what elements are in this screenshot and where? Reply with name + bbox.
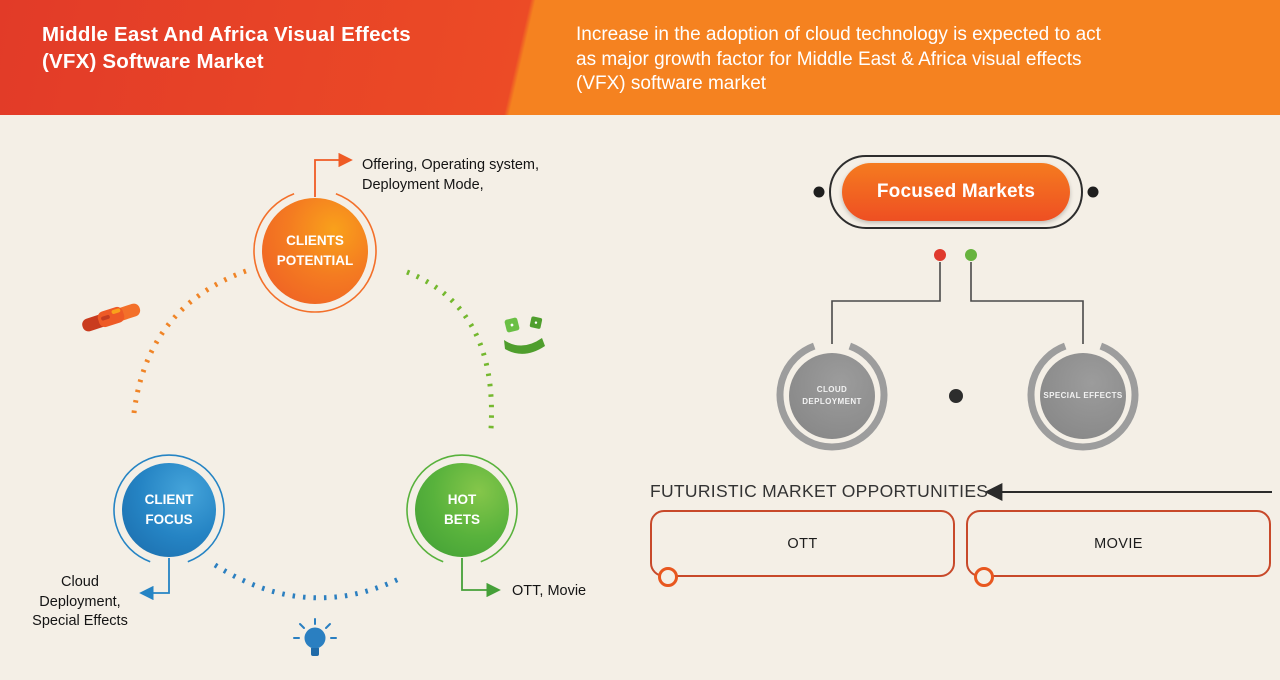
movie-corner-ring xyxy=(974,567,994,587)
ott-corner-ring xyxy=(658,567,678,587)
center-black-dot xyxy=(949,389,963,403)
node-clients-potential-label: CLIENTS POTENTIAL xyxy=(276,232,354,268)
node-hot-bets: HOT BETS xyxy=(415,463,509,557)
opportunity-box-ott: OTT xyxy=(650,510,955,577)
header-banner: Middle East And Africa Visual Effects (V… xyxy=(0,0,1280,115)
page-title: Middle East And Africa Visual Effects (V… xyxy=(42,23,411,74)
handshake-icon xyxy=(82,303,141,332)
segment-special-effects: SPECIAL EFFECTS xyxy=(1040,353,1126,439)
green-dotted-arc xyxy=(406,269,494,430)
node-clients-potential: CLIENTS POTENTIAL xyxy=(262,198,368,304)
client-focus-annotation: Cloud Deployment, Special Effects xyxy=(32,574,128,630)
orange-dotted-arc xyxy=(131,268,247,414)
red-dot xyxy=(934,249,946,261)
segment-special-effects-label: SPECIAL EFFECTS xyxy=(1043,390,1123,400)
node-hot-bets-label: HOT BETS xyxy=(443,491,480,527)
hot-bets-annotation: OTT, Movie xyxy=(512,583,587,599)
dice-hand-icon xyxy=(504,316,545,354)
client-focus-arrow xyxy=(139,558,170,601)
connector-left xyxy=(831,262,941,344)
outline-left-dot xyxy=(813,186,825,198)
focused-markets-pill: Focused Markets xyxy=(842,163,1070,221)
blue-dotted-arc xyxy=(213,562,405,601)
opportunity-ott-label: OTT xyxy=(787,535,818,552)
clients-potential-arrow xyxy=(314,152,353,197)
green-dot xyxy=(965,249,977,261)
outline-right-dot xyxy=(1087,186,1099,198)
opportunity-box-movie: MOVIE xyxy=(966,510,1271,577)
segment-cloud-deployment-label: CLOUD DEPLOYMENT xyxy=(802,384,862,406)
focused-markets-label: Focused Markets xyxy=(876,181,1036,202)
hot-bets-arrow xyxy=(461,558,501,598)
opportunities-title: FUTURISTIC MARKET OPPORTUNITIES xyxy=(650,481,989,501)
segment-cloud-deployment: CLOUD DEPLOYMENT xyxy=(789,353,875,439)
header-subtitle: Increase in the adoption of cloud techno… xyxy=(576,24,1101,95)
opportunity-movie-label: MOVIE xyxy=(1094,535,1143,552)
connector-right xyxy=(970,262,1084,344)
clients-potential-annotation: Offering, Operating system, Deployment M… xyxy=(362,157,540,193)
node-client-focus-label: CLIENT FOCUS xyxy=(144,491,194,527)
node-client-focus: CLIENT FOCUS xyxy=(122,463,216,557)
lightbulb-icon xyxy=(293,618,337,656)
